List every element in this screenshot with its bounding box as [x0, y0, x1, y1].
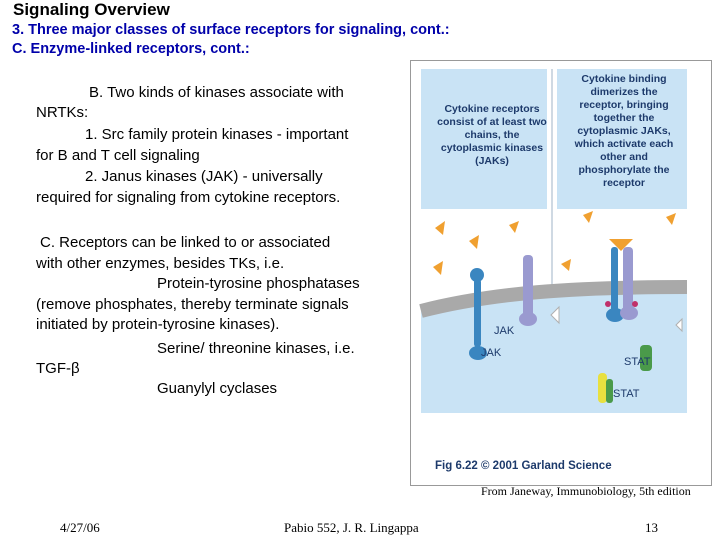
jak-kinase-1	[469, 346, 487, 360]
phosphate-icon-2	[632, 301, 638, 307]
receptor-chain-purple	[523, 255, 533, 317]
body-line-besides-tks: with other enzymes, besides TKs, i.e.	[36, 255, 285, 272]
figure-illustration: JAK JAK STAT STAT Fig 6.22 © 2001 Garlan…	[419, 69, 688, 472]
footer-date: 4/27/06	[60, 520, 100, 535]
body-line-other-enzymes: C. Receptors can be linked to or associa…	[40, 234, 331, 251]
caption-left: Cytokine receptors consist of at least t…	[437, 103, 547, 167]
receptor-head-blue	[470, 268, 484, 282]
ligand-icon-6	[666, 213, 676, 225]
subtitle-line-1: 3. Three major classes of surface recept…	[12, 22, 450, 38]
body-line-initiated: initiated by protein-tyrosine kinases).	[36, 316, 280, 333]
stat-protein-green	[640, 345, 652, 371]
figure-source: From Janeway, Immunobiology, 5th edition	[481, 484, 691, 498]
footer-page-number: 13	[645, 520, 658, 535]
footer-course: Pabio 552, J. R. Lingappa	[284, 520, 419, 535]
ligand-icon-7	[561, 259, 571, 271]
stat-protein-yellow	[598, 373, 607, 403]
arrow-right-icon	[550, 305, 560, 325]
body-line-jak: 2. Janus kinases (JAK) - universally	[85, 168, 323, 185]
body-line-cytokine-required: required for signaling from cytokine rec…	[36, 189, 341, 206]
jak-kinase-2	[519, 312, 537, 326]
stat-protein-green-2	[606, 379, 613, 403]
arrow-right-icon-2	[675, 317, 683, 333]
jak-dimer-blue	[606, 308, 624, 322]
ligand-icon-4	[433, 261, 443, 275]
cell-membrane	[419, 280, 688, 318]
receptor-chain-blue	[474, 279, 481, 347]
phosphate-icon-1	[605, 301, 611, 307]
body-line-b-t-cell: for B and T cell signaling	[36, 147, 200, 164]
ligand-bound-icon	[609, 239, 633, 251]
figure-caption: Fig 6.22 © 2001 Garland Science	[435, 460, 612, 472]
slide-title: Signaling Overview	[13, 0, 170, 19]
ligand-icon-2	[469, 235, 479, 249]
body-line-tgf-beta: TGF-β	[36, 360, 80, 377]
panel-right-top	[557, 69, 687, 209]
dimer-chain-blue	[611, 247, 618, 315]
jak-dimer-purple	[620, 306, 638, 320]
label-stat-1: STAT	[624, 356, 651, 368]
subtitle-line-2: C. Enzyme-linked receptors, cont.:	[12, 41, 250, 57]
body-line-guanylyl: Guanylyl cyclases	[157, 380, 278, 397]
caption-right: Cytokine binding dimerizes the receptor,…	[574, 73, 674, 189]
body-line-ser-thr: Serine/ threonine kinases, i.e.	[157, 340, 355, 357]
body-line-ptp: Protein-tyrosine phosphatases	[157, 275, 360, 292]
figure-cytokine-jak: JAK JAK STAT STAT Fig 6.22 © 2001 Garlan…	[410, 60, 712, 486]
body-line-remove-phosphates: (remove phosphates, thereby terminate si…	[36, 296, 349, 313]
ligand-icon-5	[583, 211, 593, 223]
body-line-kinds-of-kinases: B. Two kinds of kinases associate with	[89, 84, 344, 101]
body-line-nrtks: NRTKs:	[36, 104, 89, 121]
label-jak-1: JAK	[494, 325, 515, 337]
label-stat-2: STAT	[613, 388, 640, 400]
body-line-src-family: 1. Src family protein kinases - importan…	[85, 126, 349, 143]
dimer-chain-purple	[623, 247, 633, 315]
panel-left-top	[421, 69, 547, 209]
label-jak-2: JAK	[481, 347, 502, 359]
ligand-icon-3	[509, 221, 519, 233]
ligand-icon-1	[435, 221, 445, 235]
